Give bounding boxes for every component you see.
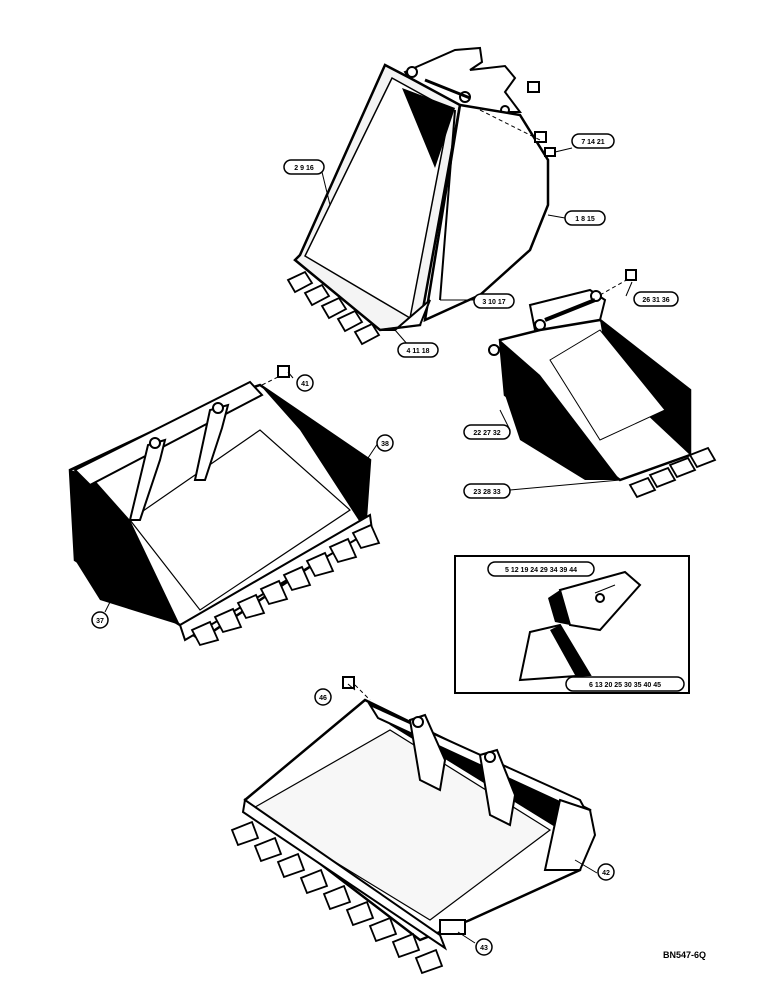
svg-text:3 10 17: 3 10 17 <box>482 299 505 306</box>
callout-7-14-21: 7 14 21 <box>571 133 615 149</box>
svg-text:1 8 15: 1 8 15 <box>575 216 595 223</box>
svg-text:23 28 33: 23 28 33 <box>473 489 500 496</box>
nut-icon <box>277 365 290 378</box>
svg-text:22 27 32: 22 27 32 <box>473 430 500 437</box>
svg-text:26 31 36: 26 31 36 <box>642 297 669 304</box>
svg-text:7 14 21: 7 14 21 <box>581 139 604 146</box>
callout-22-27-32: 22 27 32 <box>463 424 511 440</box>
svg-text:5 12 19 24 29 34 39 44: 5 12 19 24 29 34 39 44 <box>505 567 577 574</box>
callout-42: 42 <box>597 863 615 881</box>
svg-text:46: 46 <box>319 695 327 702</box>
medium-bucket <box>488 269 717 499</box>
nut-icon <box>625 269 637 281</box>
callout-38: 38 <box>376 434 394 452</box>
svg-text:4 11 18: 4 11 18 <box>407 348 430 355</box>
callout-43: 43 <box>475 938 493 956</box>
deep-bucket <box>286 46 556 346</box>
callout-37: 37 <box>91 611 109 629</box>
nut-icon <box>534 131 547 143</box>
nut-icon <box>527 81 540 93</box>
callout-26-31-36: 26 31 36 <box>633 291 679 307</box>
callout-23-28-33: 23 28 33 <box>463 483 511 499</box>
callout-2-9-16: 2 9 16 <box>283 159 325 175</box>
callout-46: 46 <box>314 688 332 706</box>
svg-text:2 9 16: 2 9 16 <box>294 165 314 172</box>
nut-icon <box>342 676 355 689</box>
drawing-reference: BN547-6Q <box>663 950 706 960</box>
svg-text:37: 37 <box>96 618 104 625</box>
svg-text:42: 42 <box>602 870 610 877</box>
callout-4-11-18: 4 11 18 <box>397 342 439 358</box>
wide-bucket <box>68 365 381 647</box>
tooth-detail-inset <box>454 555 690 694</box>
callout-3-10-17: 3 10 17 <box>473 293 515 309</box>
callout-inset-top: 5 12 19 24 29 34 39 44 <box>487 561 595 577</box>
callout-41: 41 <box>296 374 314 392</box>
callout-inset-bottom: 6 13 20 25 30 35 40 45 <box>565 676 685 692</box>
svg-text:38: 38 <box>381 441 389 448</box>
svg-text:6 13 20 25 30 35 40 45: 6 13 20 25 30 35 40 45 <box>589 682 661 689</box>
svg-text:41: 41 <box>301 381 309 388</box>
svg-text:43: 43 <box>480 945 488 952</box>
callout-1-8-15: 1 8 15 <box>564 210 606 226</box>
large-bucket <box>230 676 597 975</box>
